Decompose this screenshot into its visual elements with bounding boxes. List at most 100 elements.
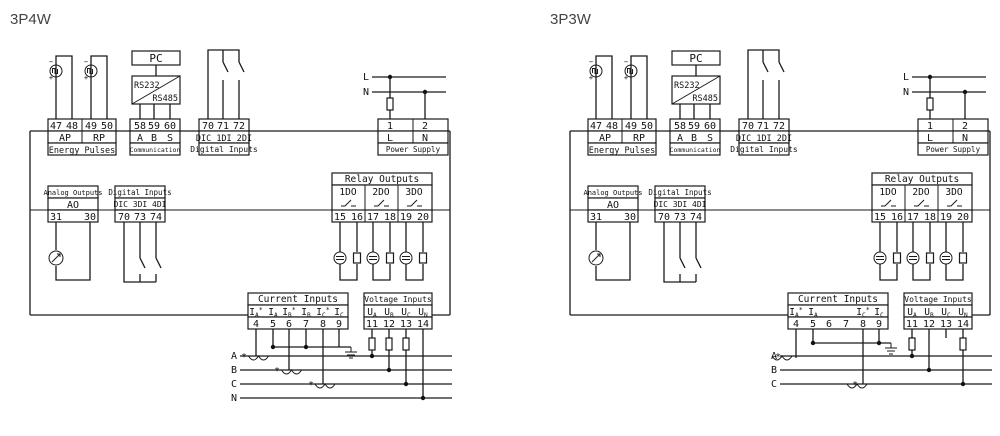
junction-dot [403, 381, 409, 387]
switch-icon [139, 257, 146, 269]
terminal-number: 60 [704, 121, 716, 132]
analog-meter-icon [588, 250, 604, 266]
switch-icon [155, 257, 162, 269]
terminal-number: 11 [366, 319, 378, 330]
voltage-label: UB [384, 307, 394, 319]
terminal-label: AO [67, 200, 79, 211]
fuse-icon [908, 337, 916, 351]
terminal-number: 30 [624, 212, 636, 223]
terminal-number: 50 [101, 121, 113, 132]
fuse-icon [386, 97, 394, 111]
converter-diagonal [671, 75, 721, 105]
terminal-label: L [927, 133, 933, 144]
terminal-number: 73 [674, 212, 686, 223]
ct-coil-icon [771, 355, 793, 361]
polarity-mark: * [775, 352, 781, 363]
polarity-mark: * [241, 352, 247, 363]
terminal-number: 6 [826, 319, 832, 330]
fuse-icon [926, 97, 934, 111]
terminal-label: AO [607, 200, 619, 211]
relay-label: 1DO [879, 187, 896, 198]
terminal-label: A [137, 133, 143, 144]
ground-icon [345, 347, 357, 359]
relay-load-icon [939, 251, 953, 265]
junction-dot [386, 367, 392, 373]
terminal-label-row [787, 304, 889, 318]
plus-sign: + [49, 74, 53, 82]
terminal-number: 18 [384, 212, 396, 223]
block-caption: Power Supply [386, 145, 441, 154]
terminal-number: 48 [606, 121, 618, 132]
fuse-icon [385, 252, 395, 264]
block-caption: Energy Pulses [589, 146, 656, 156]
terminal-number-row [47, 209, 99, 223]
polarity-mark: * [274, 366, 280, 377]
block-caption: Power Supply [926, 145, 981, 154]
switch-icon [695, 257, 702, 269]
terminal-number: 47 [590, 121, 602, 132]
terminal-number: 7 [303, 319, 309, 330]
line-n-label: N [903, 87, 909, 98]
terminal-label: S [707, 133, 713, 144]
terminal-label: DIC 1DI 2DI [736, 134, 792, 144]
terminal-label: AP [599, 133, 611, 144]
relay-wire [339, 264, 358, 281]
relay-label: 3DO [945, 187, 962, 198]
terminal-number-row [587, 209, 639, 223]
minus-sign: − [589, 58, 593, 66]
current-label: IC* [856, 306, 869, 319]
ct-coil-icon [314, 383, 336, 389]
terminal-number: 30 [84, 212, 96, 223]
switch-icon [778, 61, 785, 73]
terminal-label: N [962, 133, 968, 144]
meter-arrow [597, 253, 601, 257]
terminal-number: 31 [50, 212, 62, 223]
relay-label: 3DO [405, 187, 422, 198]
meter-needle [591, 253, 601, 263]
terminal-label: B [691, 133, 697, 144]
terminal-number: 9 [876, 319, 882, 330]
junction-dot [810, 340, 816, 346]
terminal-number: 70 [202, 121, 214, 132]
relay-load-icon [366, 251, 380, 265]
terminal-number: 4 [793, 319, 799, 330]
terminal-number: 4 [253, 319, 259, 330]
phase-label: C [771, 379, 777, 390]
ground-icon [885, 343, 897, 355]
terminal-label: N [422, 133, 428, 144]
line-n-label: N [363, 87, 369, 98]
junction-dot [960, 381, 966, 387]
pc-label: PC [689, 52, 702, 65]
diagram-title: 3P3W [550, 11, 592, 28]
block-caption-box [738, 142, 790, 156]
fuse-icon [352, 252, 362, 264]
terminal-number-row [787, 316, 889, 330]
di-wire [123, 222, 156, 283]
block-caption: Analog Outputs [43, 189, 102, 197]
relay-load-icon [873, 251, 887, 265]
rs485-label: RS485 [152, 94, 178, 104]
phase-label: A [231, 351, 237, 362]
pulse-wave-icon [87, 68, 93, 74]
terminal-number: 47 [50, 121, 62, 132]
block-caption: Communication [130, 146, 181, 154]
voltage-label: UA [367, 307, 377, 319]
phase-label: B [771, 365, 777, 376]
relay-load-icon [399, 251, 413, 265]
plus-sign: + [84, 74, 88, 82]
fuse-icon [385, 337, 393, 351]
rs485-label: RS485 [692, 94, 718, 104]
meter-arrow [57, 253, 61, 257]
rs232-label: RS232 [134, 81, 160, 91]
block-caption: Communication [670, 146, 721, 154]
junction-dot [303, 344, 309, 350]
voltage-label: UB [924, 307, 934, 319]
